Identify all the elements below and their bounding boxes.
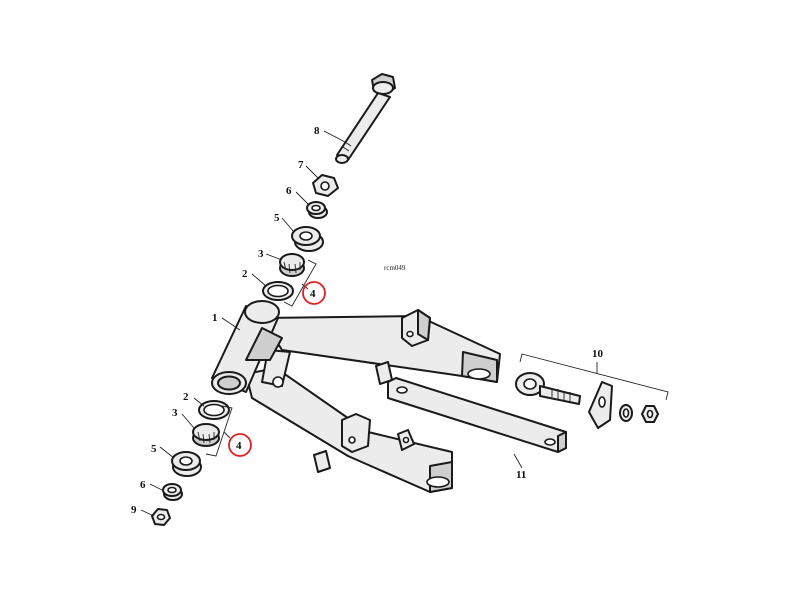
callout-labels: 8 7 6 5 3 2 4 1 2 3 4 5 6 9 10 11 rcm049 xyxy=(131,125,604,516)
lower-spacer-6 xyxy=(162,483,183,501)
callout-10: 10 xyxy=(592,348,604,360)
rod-end-assembly xyxy=(515,372,659,429)
strut-bar xyxy=(387,377,567,453)
upper-seal-ring-2 xyxy=(262,281,294,301)
callout-4-upper: 4 xyxy=(310,288,316,300)
callout-3-lower: 3 xyxy=(172,407,178,419)
highlight-circle-lower xyxy=(228,433,252,457)
highlight-circle-upper xyxy=(302,281,326,305)
lock-plate xyxy=(312,174,339,197)
callout-6-lower: 6 xyxy=(140,479,146,491)
callout-7: 7 xyxy=(298,159,304,171)
pivot-nut xyxy=(151,508,171,526)
upper-roller-bearing-3 xyxy=(279,253,305,277)
upper-spacer-6 xyxy=(306,201,328,219)
callout-4-lower: 4 xyxy=(236,440,242,452)
leader-lines xyxy=(140,130,669,517)
callout-9: 9 xyxy=(131,504,137,516)
callout-5-lower: 5 xyxy=(151,443,157,455)
swingarm-frame xyxy=(211,300,501,493)
callout-5-upper: 5 xyxy=(274,212,280,224)
lower-bearing-cup-5 xyxy=(171,451,202,477)
callout-1: 1 xyxy=(212,312,218,324)
callout-3-upper: 3 xyxy=(258,248,264,260)
pivot-bolt xyxy=(335,73,396,164)
lower-seal-ring-2 xyxy=(198,400,230,420)
lower-roller-bearing-3 xyxy=(192,423,220,447)
upper-bearing-cup-5 xyxy=(291,226,324,252)
callout-2-lower: 2 xyxy=(183,391,189,403)
callout-11: 11 xyxy=(516,469,526,481)
reference-code: rcm049 xyxy=(384,264,406,272)
callout-6-upper: 6 xyxy=(286,185,292,197)
callout-2-upper: 2 xyxy=(242,268,248,280)
callout-8: 8 xyxy=(314,125,320,137)
